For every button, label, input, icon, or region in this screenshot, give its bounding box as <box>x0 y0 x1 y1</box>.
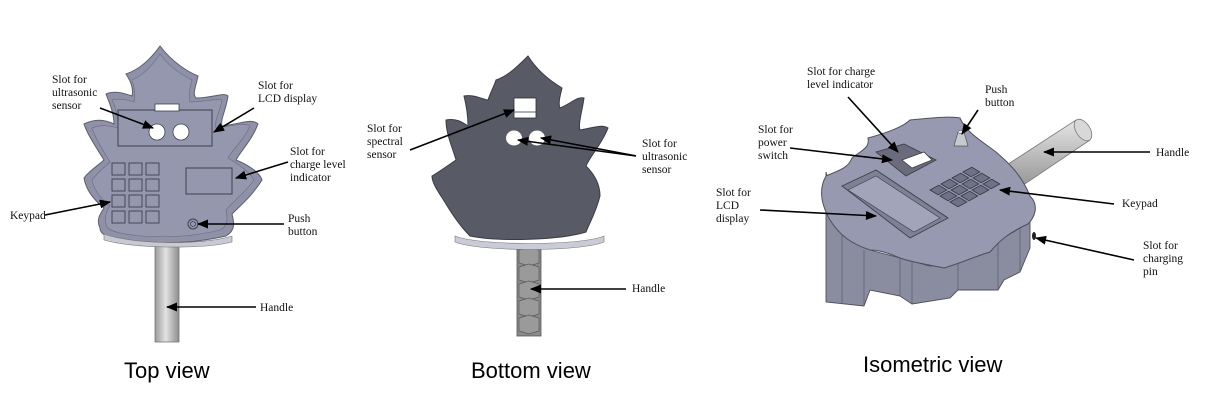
iso-charging-pin <box>1032 232 1036 240</box>
top-label-keypad: Keypad <box>10 210 46 222</box>
bottom-label-spectral: Slot for spectral sensor <box>367 123 403 161</box>
top-ultrasonic-left <box>148 123 166 141</box>
iso-arrow-charging <box>1034 235 1135 261</box>
bottom-leaf-body <box>431 55 609 240</box>
top-keypad-key <box>111 194 126 208</box>
top-ultrasonic-right <box>172 123 190 141</box>
iso-keypad-key <box>961 178 980 190</box>
bottom-handle-segment <box>518 297 540 318</box>
top-keypad-key <box>145 210 160 224</box>
top-keypad-key <box>145 194 160 208</box>
iso-arrow-power <box>789 147 894 164</box>
bottom-handle-segment <box>518 314 540 335</box>
iso-keypad-key <box>950 184 969 196</box>
top-label-ultrasonic: Slot for ultrasonic sensor <box>52 74 98 112</box>
top-view-drawing <box>44 45 289 343</box>
iso-label-handle: Handle <box>1156 147 1190 159</box>
iso-label-charging: Slot for charging pin <box>1143 240 1184 278</box>
top-keypad <box>111 162 160 224</box>
top-keypad-key <box>111 210 126 224</box>
iso-label-push: Push button <box>985 84 1015 109</box>
bottom-view-caption: Bottom view <box>471 358 591 383</box>
iso-top-face <box>821 116 1036 269</box>
iso-keypad-key <box>971 184 990 196</box>
top-keypad-key <box>111 162 126 176</box>
bottom-handle-segment <box>518 246 540 267</box>
iso-wall-lines <box>841 228 1021 306</box>
top-keypad-key <box>128 210 143 224</box>
iso-keypad-key <box>972 172 991 184</box>
top-arrow-lcd <box>213 107 255 133</box>
bottom-handle-segment <box>518 263 540 284</box>
iso-view-caption: Isometric view <box>863 352 1003 377</box>
iso-label-lcd: Slot for LCD display <box>716 187 751 225</box>
top-arrow-keypad <box>44 199 112 216</box>
top-arrow-ultrasonic <box>99 107 155 129</box>
top-keypad-key <box>111 178 126 192</box>
iso-keypad-key <box>951 172 970 184</box>
top-push-button <box>187 218 199 230</box>
top-label-charge: Slot for charge level indicator <box>290 146 346 184</box>
top-keypad-key <box>145 178 160 192</box>
bottom-ultrasonic-left <box>506 130 522 146</box>
iso-keypad-key <box>982 178 1001 190</box>
iso-arrow-keypad <box>998 186 1115 205</box>
top-keypad-key <box>128 178 143 192</box>
iso-label-keypad: Keypad <box>1122 198 1158 210</box>
iso-arrow-push <box>961 109 979 135</box>
iso-keypad-key <box>939 190 958 202</box>
top-spectral-window <box>154 103 180 112</box>
top-charge-slot <box>185 167 233 195</box>
bottom-label-ultrasonic: Slot for ultrasonic sensor <box>642 138 688 176</box>
iso-label-power: Slot for power switch <box>758 124 793 162</box>
top-label-handle: Handle <box>260 302 294 314</box>
iso-keypad-key <box>960 190 979 202</box>
bottom-handle-segment <box>518 280 540 301</box>
top-handle <box>154 243 180 343</box>
iso-keypad-key <box>962 166 981 178</box>
bottom-spectral-slot <box>513 97 537 119</box>
iso-keypad <box>929 166 1001 208</box>
top-keypad-key <box>145 162 160 176</box>
bottom-arrow-spectral <box>409 109 516 151</box>
iso-arrow-charge <box>847 96 899 153</box>
top-keypad-key <box>128 194 143 208</box>
top-label-lcd: Slot for LCD display <box>258 80 318 105</box>
top-arrow-charge <box>234 161 289 180</box>
iso-arrow-lcd <box>759 209 878 220</box>
top-view-caption: Top view <box>124 358 210 383</box>
bottom-handle-segments <box>518 246 540 335</box>
iso-view-drawing <box>759 96 1150 307</box>
iso-keypad-key <box>929 184 948 196</box>
bottom-arrow-ultrasonic <box>539 135 637 157</box>
top-keypad-key <box>128 162 143 176</box>
bottom-label-handle: Handle <box>632 283 666 295</box>
top-label-push: Push button <box>288 213 318 238</box>
iso-label-charge: Slot for charge level indicator <box>807 66 876 91</box>
iso-keypad-key <box>949 196 968 208</box>
bottom-view-drawing <box>409 55 637 337</box>
iso-keypad-key <box>940 178 959 190</box>
